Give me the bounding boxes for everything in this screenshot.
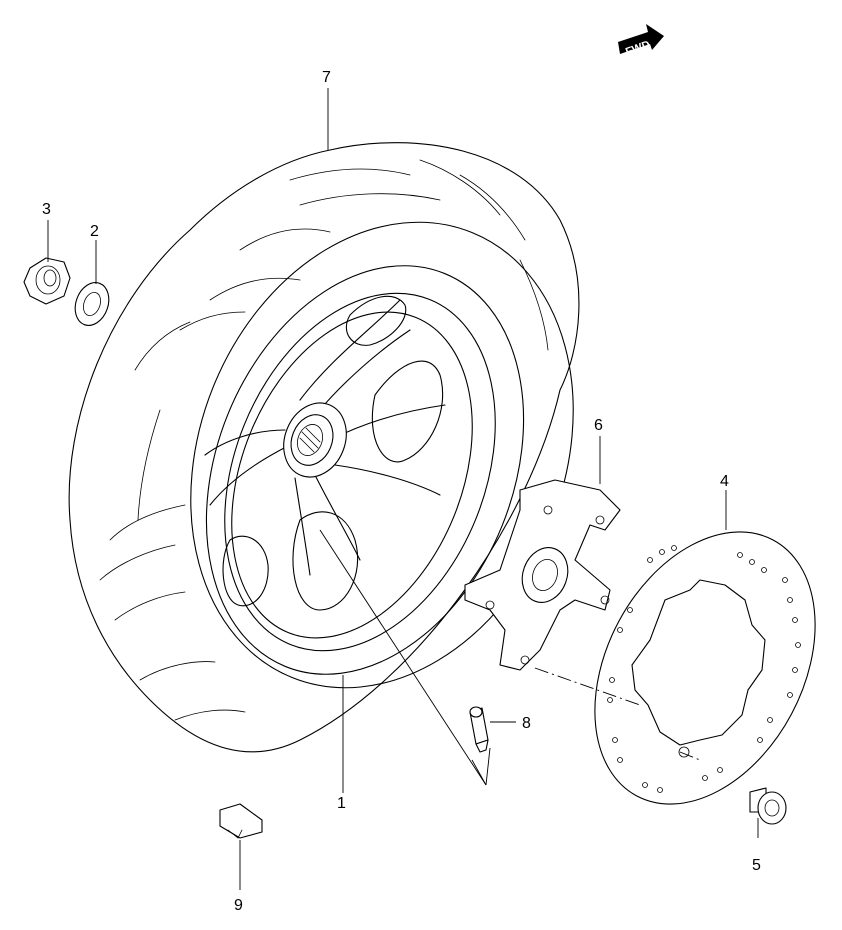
disc-bolt	[749, 787, 787, 825]
washer	[74, 282, 110, 326]
callout-6: 6	[594, 417, 603, 434]
callout-7: 7	[322, 69, 331, 86]
callout-3: 3	[42, 201, 51, 218]
fwd-arrow-icon: FWD	[618, 24, 664, 59]
callout-5: 5	[752, 857, 761, 874]
tire	[68, 142, 580, 753]
callout-8: 8	[522, 715, 531, 732]
callout-4: 4	[720, 473, 729, 490]
callout-9: 9	[234, 897, 243, 914]
wheel-hub	[283, 402, 347, 478]
disc-carrier	[464, 479, 621, 671]
callout-2: 2	[90, 223, 99, 240]
wheel-rim	[204, 265, 525, 675]
callout-1: 1	[337, 795, 346, 812]
brake-disc	[594, 531, 816, 805]
balance-weight	[219, 803, 263, 839]
tire-valve	[469, 706, 489, 753]
axle-nut	[23, 257, 71, 305]
